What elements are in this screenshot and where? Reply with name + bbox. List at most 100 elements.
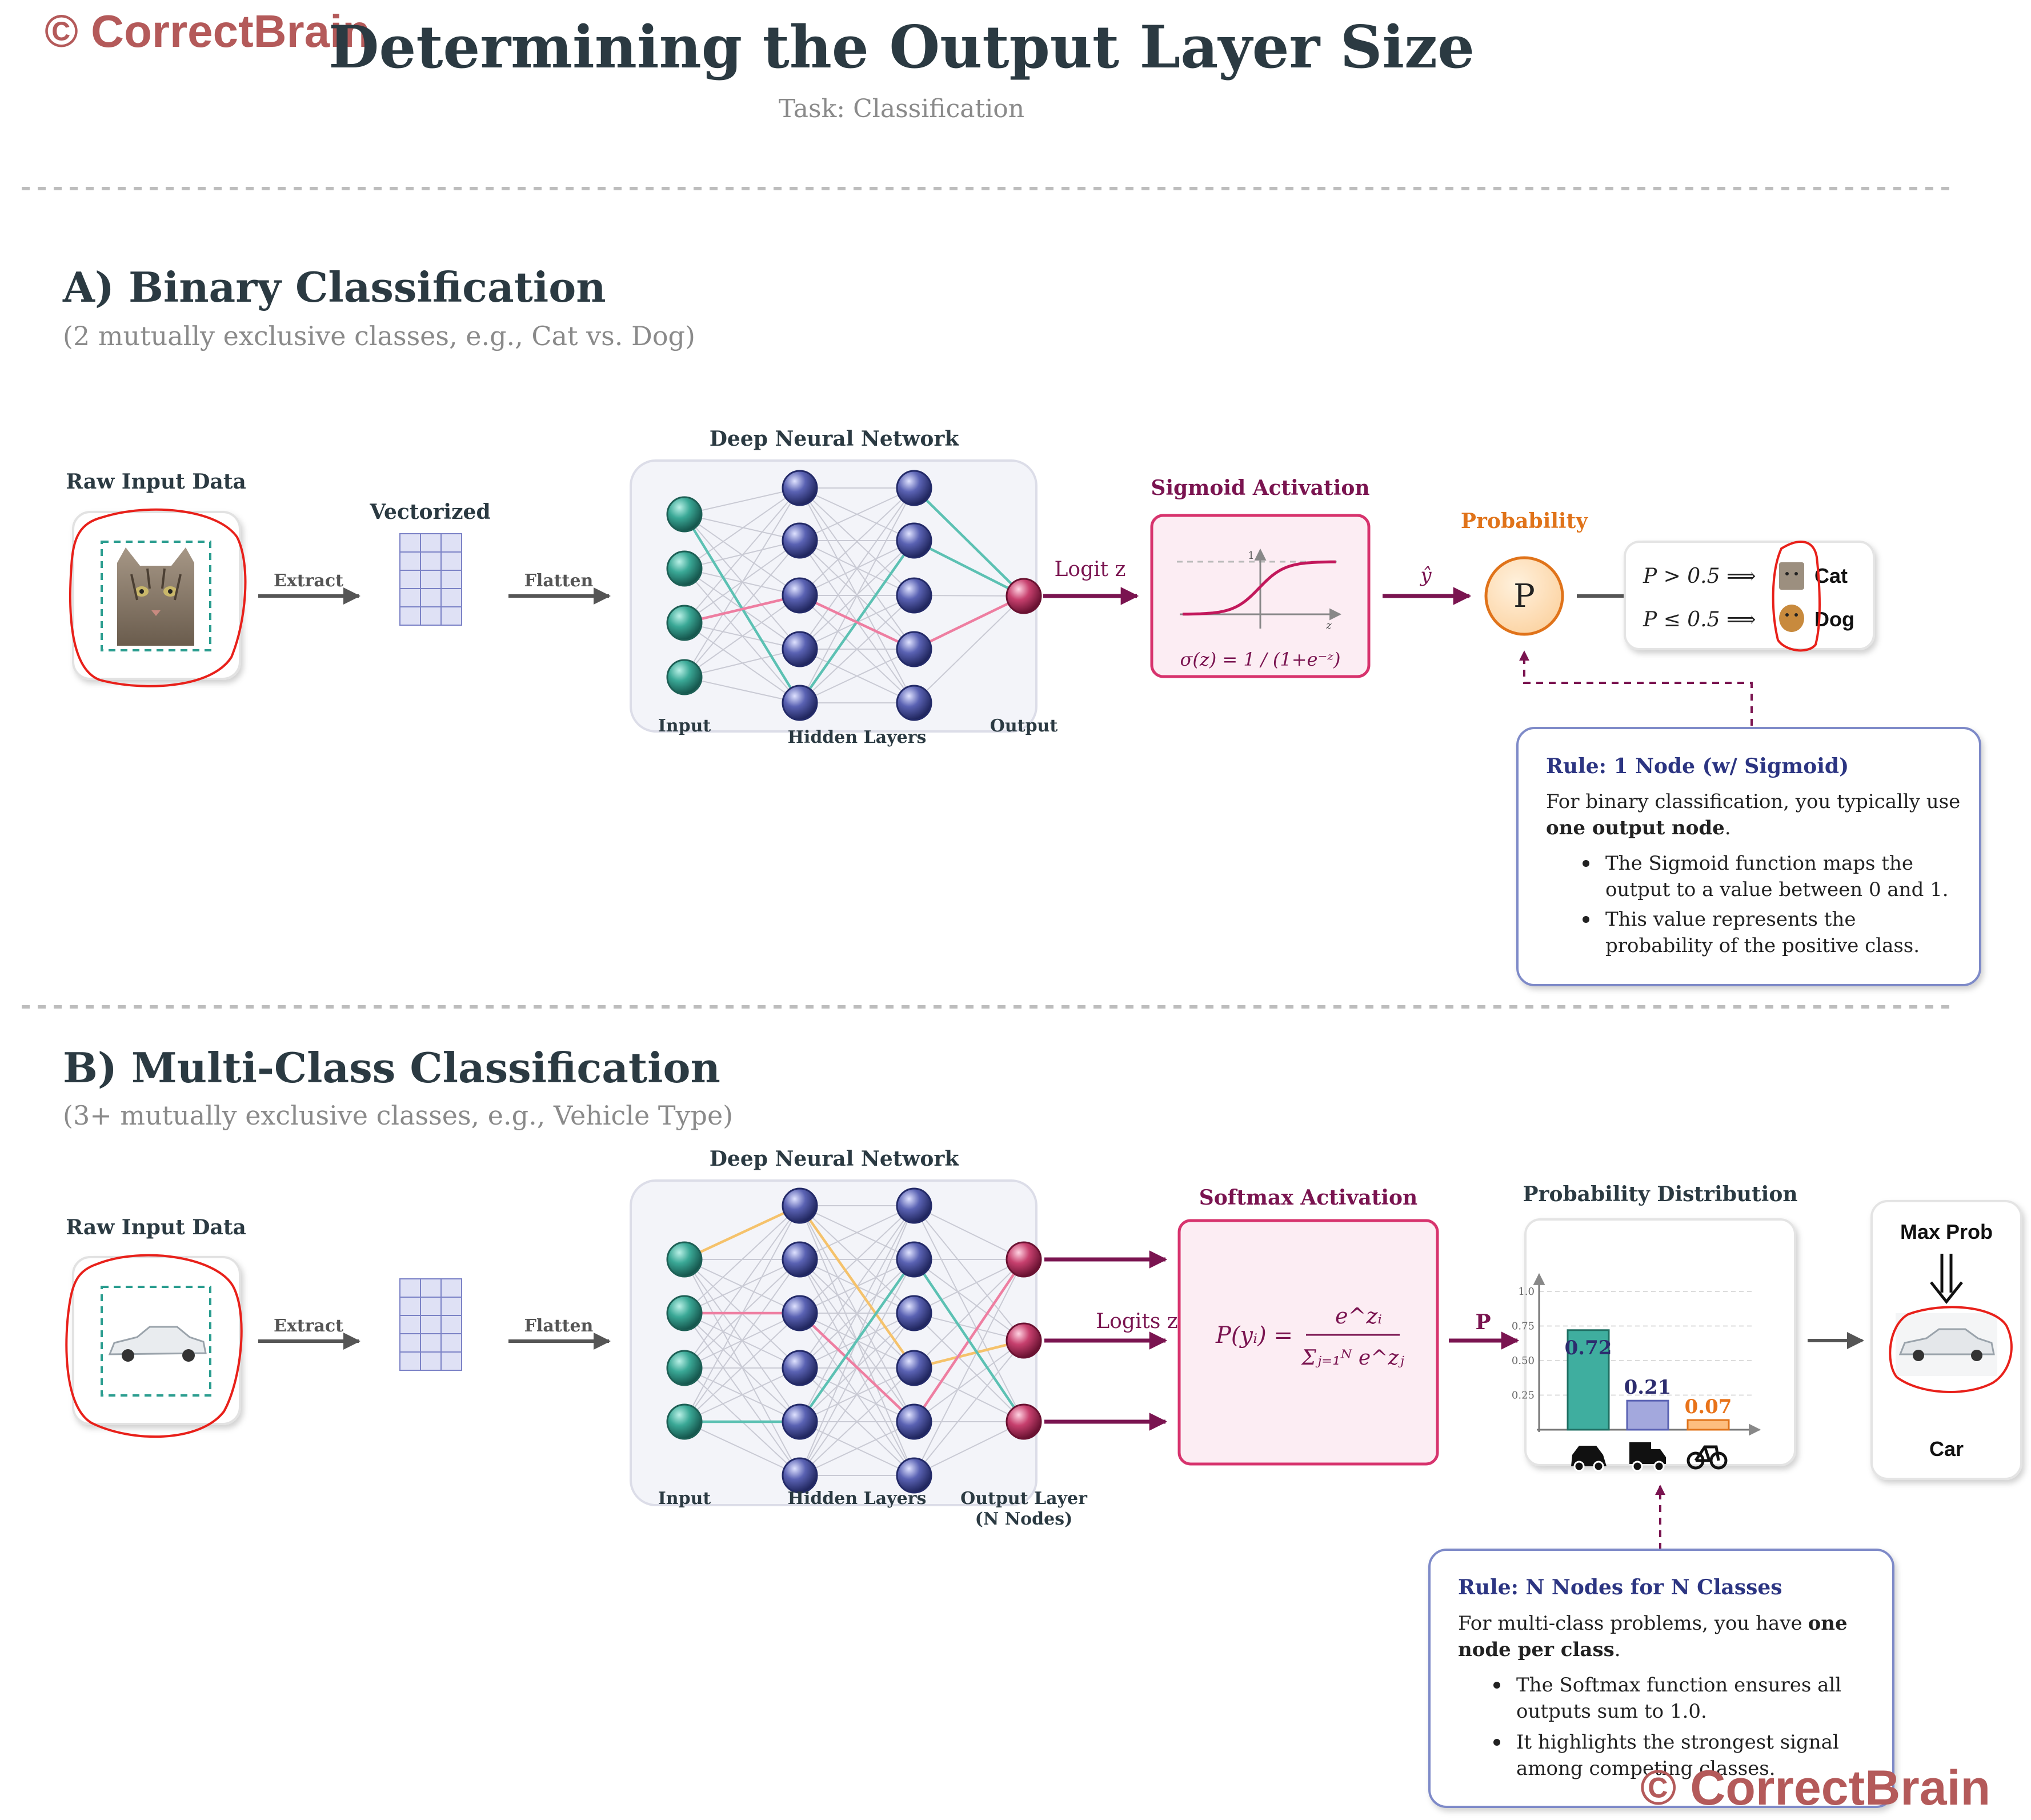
input-node [666,1295,703,1331]
grid-cell [420,570,442,589]
hidden-node [782,577,818,614]
annotation-circle-input-b [65,1254,243,1438]
rule-b-line2-end: . [1615,1638,1621,1661]
grid-cell [440,533,462,553]
hidden-node [896,577,932,614]
rule-b-title: Rule: N Nodes for N Classes [1458,1575,1782,1599]
distribution-title: Probability Distribution [1523,1182,1797,1206]
grid-cell [399,551,421,571]
input-node [666,496,703,533]
rule-b-line1-bold: one [1808,1612,1848,1635]
grid-cell [420,1333,442,1353]
section-b-subheading: (3+ mutually exclusive classes, e.g., Ve… [63,1100,733,1131]
probability-bar-chart: 0.250.500.751.00.720.210.07 [1512,1273,1761,1436]
hidden-node [896,1295,932,1331]
hidden-node [782,685,818,721]
sigmoid-axis-z: z [1325,619,1332,631]
grid-cell [399,588,421,607]
hidden-layer-label-a: Hidden Layers [788,727,927,747]
car-icon [1571,1446,1607,1472]
bar-car [1567,1329,1610,1431]
rule-b-bullet2-dot [1493,1739,1500,1746]
sigmoid-curve [1182,560,1336,616]
grid-cell [440,1333,462,1353]
section-b-heading: B) Multi-Class Classification [63,1043,720,1092]
output-node [1006,1241,1042,1278]
grid-cell [440,588,462,607]
probability-title: Probability [1461,509,1588,533]
hidden-node [896,1241,932,1278]
grid-cell [399,1278,421,1298]
network-edge [684,677,800,703]
grid-cell [440,1278,462,1298]
network-title-a: Deep Neural Network [710,427,960,451]
probability-node-label: P [1513,578,1535,615]
highlight-path [684,1204,1024,1370]
network-edge [914,1313,1024,1341]
page-subtitle: Task: Classification [779,94,1024,123]
network-edge [799,487,915,541]
network-edge [684,1367,800,1422]
output-layer-label-b2: (N Nodes) [975,1509,1073,1529]
grid-cell [440,1297,462,1316]
dog-mini-icon [1779,605,1804,632]
network-edge [914,595,1024,597]
network-edge [799,487,915,650]
grid-cell [420,1315,442,1334]
network-edge [914,1205,1024,1260]
hidden-node [896,522,932,559]
network-panel-b [630,1179,1037,1506]
logit-label: Logit z [1054,558,1125,581]
network-edge [684,514,800,541]
section-a-heading: A) Binary Classification [62,263,606,311]
rule-a-link [1519,650,1753,726]
grid-cell [440,551,462,571]
network-edge [914,595,1024,703]
rule-a-bullet2-dot [1583,916,1589,923]
raw-input-label-b: Raw Input Data [66,1215,246,1239]
rule-a-bullet1-dot [1583,860,1589,867]
network-edge [684,487,800,569]
input-node [666,659,703,695]
network-edge [799,487,915,596]
network-edge [799,649,915,703]
rule-box-a [1516,727,1981,986]
crop-box-a [101,541,211,651]
network-edge [914,1340,1024,1476]
grid-cell [399,1315,421,1334]
crop-box-b [101,1286,211,1397]
rule-a-line2-bold: one output node [1546,817,1725,839]
network-edge [914,1205,1024,1341]
watermark-top: © CorrectBrain [45,6,370,57]
double-down-arrow-icon [1930,1254,1963,1305]
softmax-numerator: e^zᵢ [1335,1303,1382,1329]
hidden-node [896,470,932,506]
yhat-label: ŷ [1419,564,1432,587]
section-a-subheading: (2 mutually exclusive classes, e.g., Cat… [63,321,695,351]
hidden-node [782,1403,818,1440]
input-node [666,605,703,641]
grid-cell [399,533,421,553]
network-a [666,470,1042,721]
output-node [1006,1322,1042,1359]
network-b [666,1187,1042,1494]
network-edge [684,649,800,678]
decision-box [1624,541,1875,650]
rule-a-line2-end: . [1725,817,1731,839]
annotation-circle-output [1889,1306,2013,1394]
rule-b-bullet1-b: outputs sum to 1.0. [1516,1700,1707,1723]
extract-label-b: Extract [274,1316,343,1336]
output-layer-label-a: Output [990,716,1058,736]
flatten-label-a: Flatten [524,571,594,591]
hidden-node [782,631,818,667]
rule-b-bullet2-a: It highlights the strongest signal [1516,1731,1839,1754]
rule-b-line1: For multi-class problems, you have one [1458,1612,1848,1635]
input-layer-label-a: Input [658,716,711,736]
network-edge [684,595,800,678]
bar-value-label: 0.07 [1685,1395,1732,1418]
network-edge [684,1259,800,1422]
network-edge [799,487,915,703]
hidden-node [782,1295,818,1331]
rule-b-line1-text: For multi-class problems, you have [1458,1612,1802,1635]
rule-box-b [1428,1549,1894,1808]
